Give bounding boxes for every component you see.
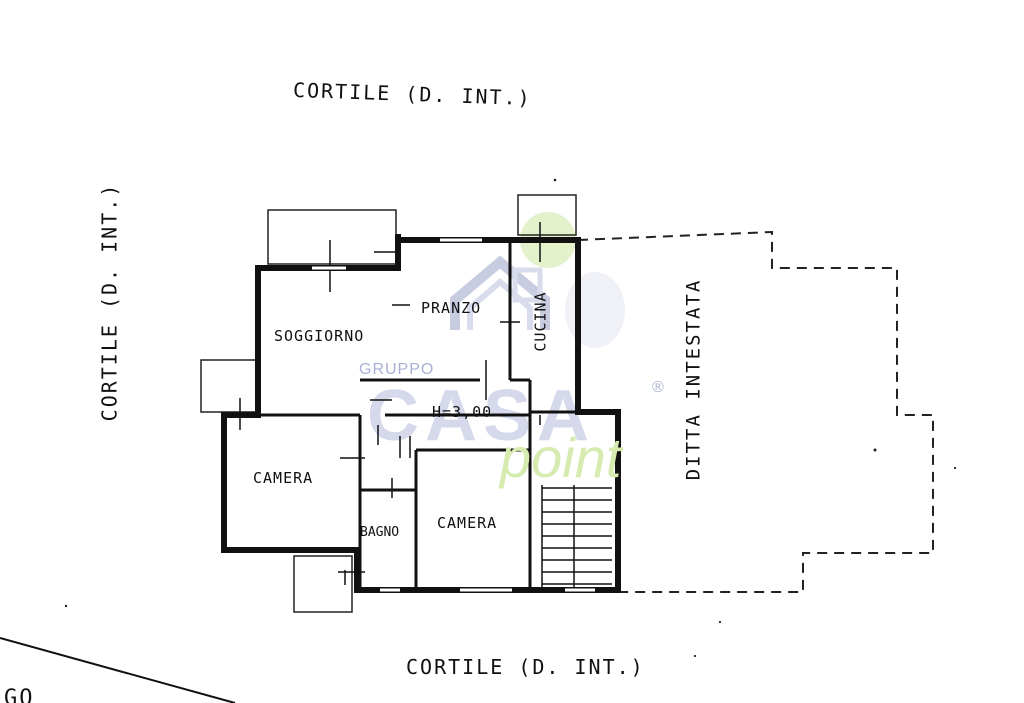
watermark-registered-mark: ®: [652, 379, 664, 396]
ditta-intestata-outline: [577, 230, 934, 593]
openings: [239, 222, 560, 585]
room-label-cucina: CUCINA: [531, 291, 550, 352]
ceiling-height-label: H=3,00: [432, 403, 493, 421]
windows: [312, 238, 595, 592]
scan-specks: [64, 178, 957, 658]
watermark-sub-text: point: [500, 426, 622, 489]
room-label-bagno: BAGNO: [360, 525, 400, 540]
room-label-pranzo: PRANZO: [421, 299, 482, 317]
road-edge: [0, 637, 236, 703]
courtyard-label-left: CORTILE (D. INT.): [97, 182, 122, 422]
courtyard-label-bottom: CORTILE (D. INT.): [406, 655, 645, 679]
room-label-camera-left: CAMERA: [253, 469, 314, 487]
staircase: [541, 485, 612, 588]
watermark-logo-icon: CASA: [367, 212, 625, 456]
neighbour-label-ditta-intestata: DITTA INTESTATA: [682, 278, 705, 481]
watermark-group-text: GRUPPO: [359, 361, 435, 378]
corner-fragment-label: GO: [4, 686, 35, 703]
inner-walls: [258, 240, 578, 590]
room-label-soggiorno: SOGGIORNO: [274, 327, 365, 345]
room-label-camera-right: CAMERA: [437, 514, 498, 532]
